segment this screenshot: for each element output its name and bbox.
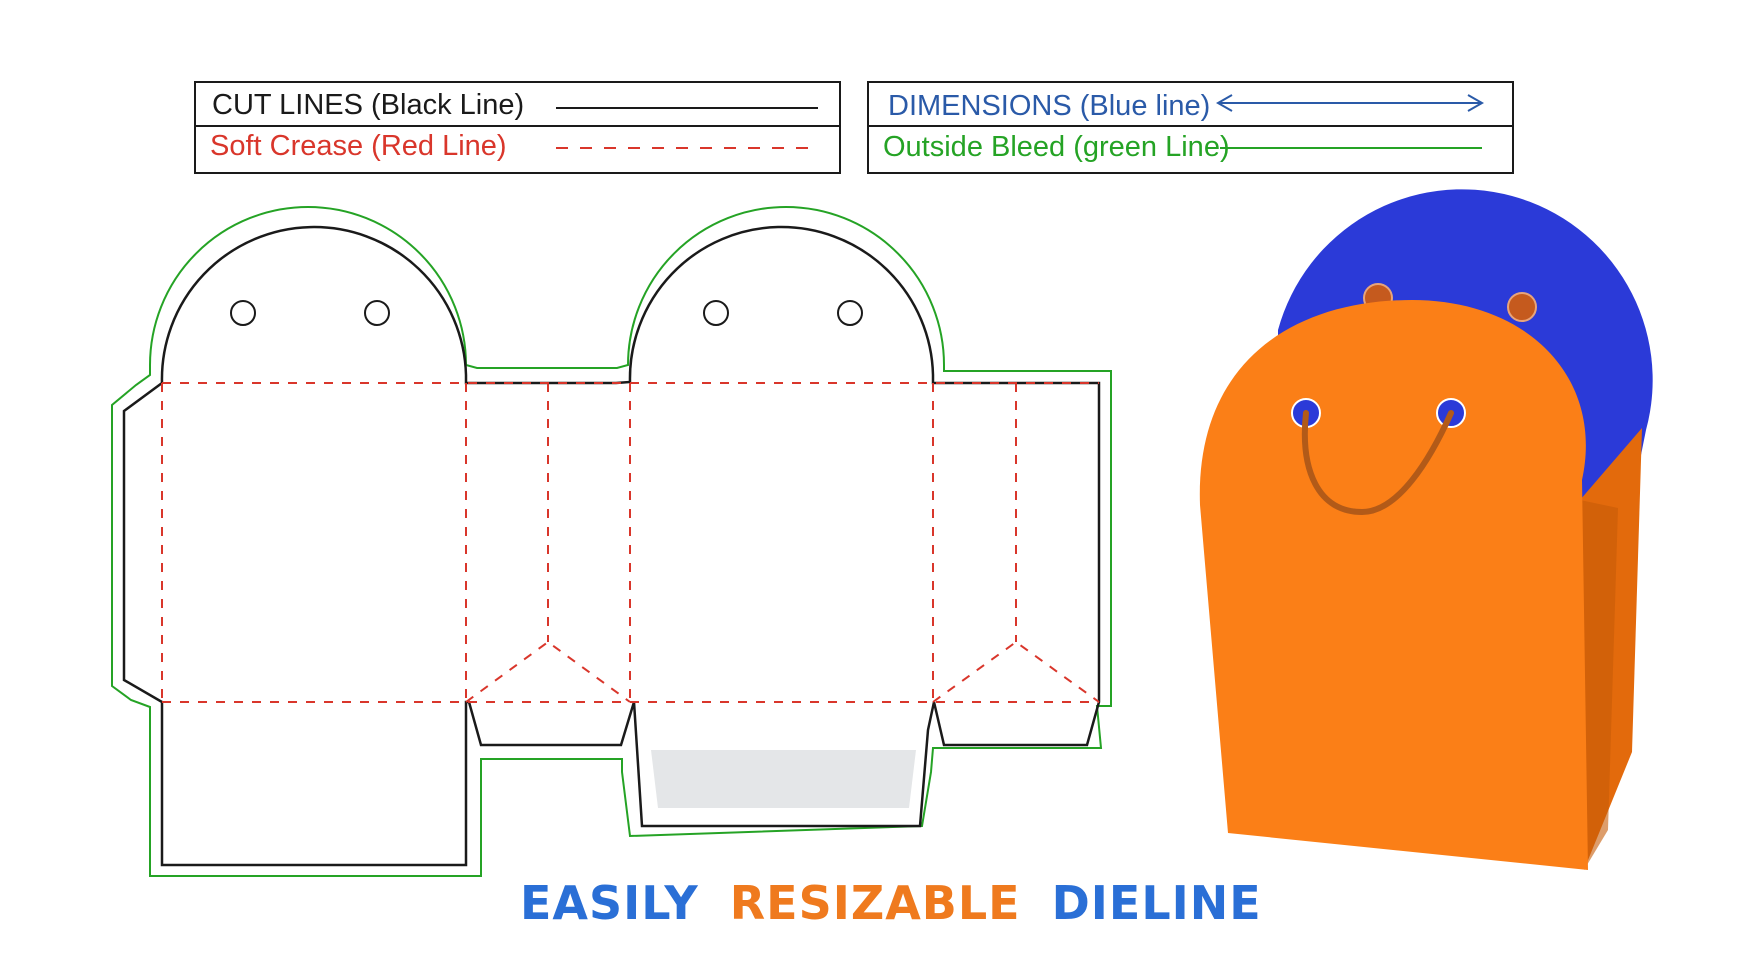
- bag-side-fold: [1580, 500, 1618, 870]
- window-panel: [651, 750, 916, 808]
- crease-lines: [161, 382, 1100, 703]
- legend-left-box: [194, 81, 841, 174]
- bag-back-hole-icon: [1507, 292, 1537, 322]
- caption: EASILY RESIZABLE DIELINE: [520, 876, 1262, 930]
- legend-soft-crease-label: Soft Crease (Red Line): [210, 130, 507, 162]
- cut-outline: [122, 225, 1101, 867]
- legend-dimensions-label: DIMENSIONS (Blue line): [888, 90, 1210, 122]
- bag-front-panel: [1199, 300, 1588, 870]
- legend-cut-lines-label: CUT LINES (Black Line): [212, 89, 524, 121]
- caption-word-resizable: RESIZABLE: [730, 876, 1021, 930]
- handle-hole-icon: [364, 300, 390, 326]
- handle-hole-icon: [837, 300, 863, 326]
- handle-hole-icon: [703, 300, 729, 326]
- legend-outside-bleed-label: Outside Bleed (green Line): [883, 131, 1230, 163]
- dieline: [111, 206, 1112, 877]
- caption-word-easily: EASILY: [520, 876, 699, 930]
- legend-left: CUT LINES (Black Line) Soft Crease (Red …: [194, 81, 841, 174]
- legend-right-box: [867, 81, 1514, 174]
- legend-dimension-arrow: [1215, 94, 1485, 112]
- handle-hole-icon: [230, 300, 256, 326]
- bag-handle: [1301, 410, 1454, 516]
- legend-right: DIMENSIONS (Blue line) Outside Bleed (gr…: [867, 81, 1514, 174]
- bag-illustration: [1199, 189, 1653, 870]
- caption-word-dieline: DIELINE: [1052, 876, 1262, 930]
- bleed-outline: [111, 206, 1112, 877]
